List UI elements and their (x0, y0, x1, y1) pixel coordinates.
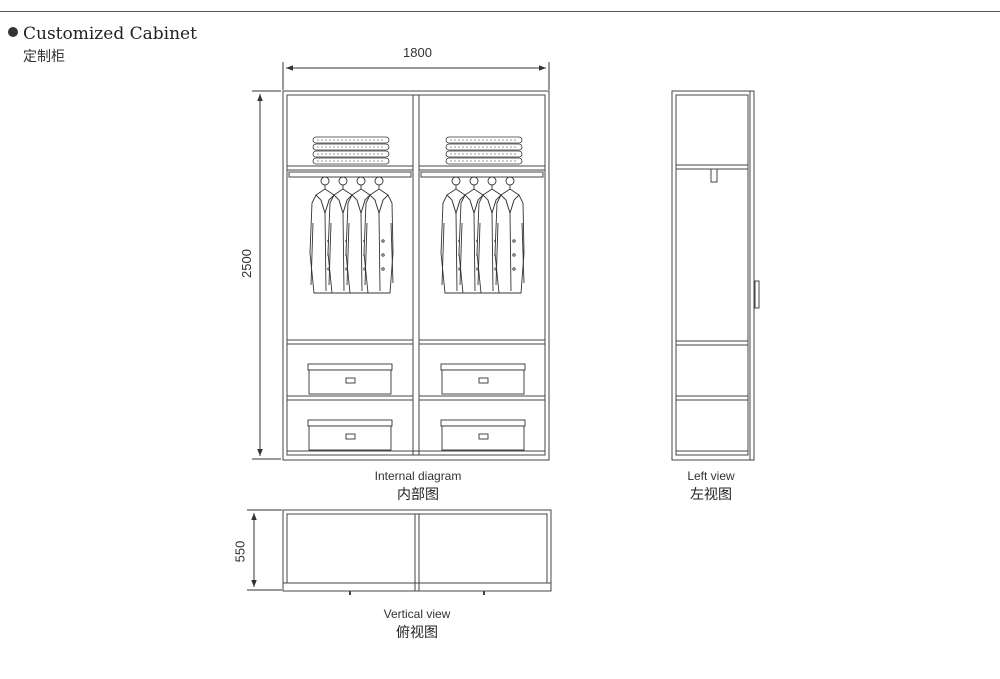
storage-boxes (307, 363, 526, 451)
depth-dimension (247, 509, 282, 591)
left-view-cabinet (671, 90, 760, 461)
height-dimension (252, 90, 281, 460)
folded-clothes (312, 136, 523, 165)
depth-value: 550 (232, 540, 248, 563)
left-label-zh: 左视图 (690, 487, 732, 503)
internal-diagram-label: Internal diagram 内部图 (338, 469, 498, 504)
hanging-jackets (309, 176, 525, 294)
left-view-label: Left view 左视图 (631, 469, 791, 504)
vertical-label-zh: 俯视图 (396, 625, 438, 641)
vertical-view-label: Vertical view 俯视图 (337, 607, 497, 642)
vertical-view-cabinet (282, 509, 552, 595)
internal-label-zh: 内部图 (397, 487, 439, 503)
internal-label-en: Internal diagram (374, 469, 462, 483)
bullet-icon (8, 27, 18, 37)
width-value: 1800 (403, 45, 432, 60)
width-dimension (282, 62, 550, 90)
header: Customized Cabinet 定制柜 (8, 24, 197, 66)
page-subtitle: 定制柜 (23, 49, 65, 65)
top-divider (0, 11, 1000, 12)
internal-cabinet (282, 90, 550, 461)
page-title: Customized Cabinet (23, 24, 197, 44)
height-value: 2500 (238, 249, 254, 278)
left-label-en: Left view (687, 469, 735, 483)
vertical-label-en: Vertical view (383, 607, 451, 621)
